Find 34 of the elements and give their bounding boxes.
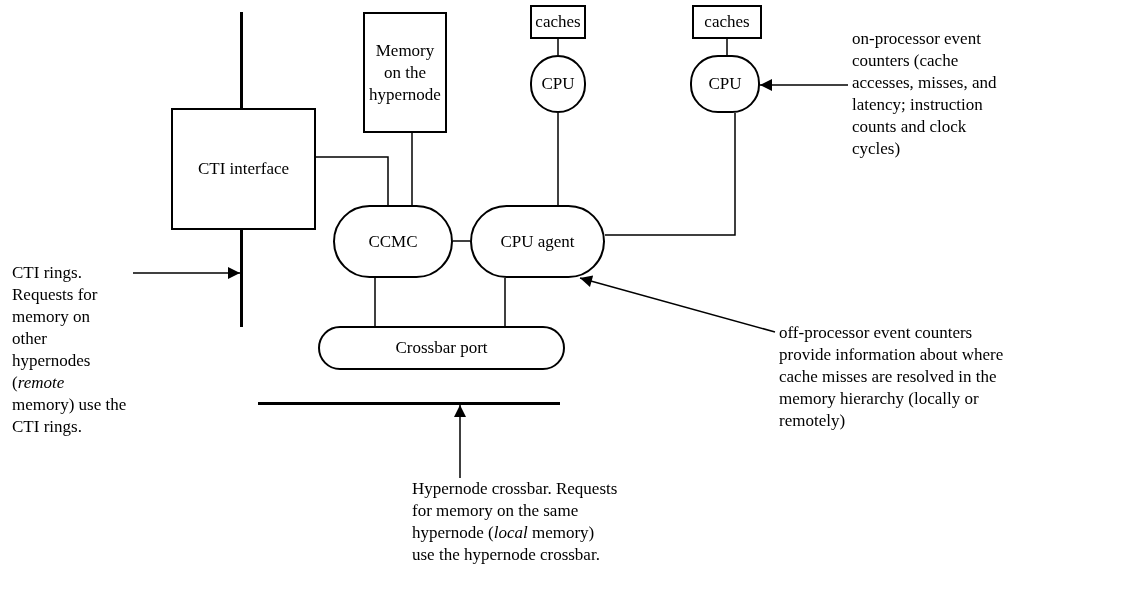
connector-line [411, 132, 413, 206]
cpu-node [530, 55, 586, 113]
connector-line [557, 38, 559, 56]
connector-line [604, 112, 736, 236]
interface-box [171, 108, 316, 230]
connector-line [374, 277, 376, 327]
annotation-text: on-processor event counters (cache accesses, misses, and latency; instruction counts and clock cycles) [851, 28, 998, 160]
cache-box [692, 5, 762, 39]
connector-line [452, 240, 471, 242]
port-pill [318, 326, 565, 370]
connector-line [315, 156, 389, 206]
node-label: Crossbar port [394, 337, 489, 359]
arrow [759, 79, 849, 91]
annotation-text: CTI rings. Requests for memory on other hypernodes (remote memory) use the CTI rings. [11, 262, 128, 438]
connector-line [557, 112, 559, 206]
node-label: CCMC [367, 230, 419, 253]
annotation-text: off-processor event counters provide information about where cache misses are resolved in the memory hierarchy (locally or remotely) [778, 322, 1005, 432]
memory-box [363, 12, 447, 133]
arrow [454, 404, 466, 479]
connector-line [726, 38, 728, 56]
node-label: CTI interface [196, 158, 291, 180]
annotation-text: Hypernode crossbar. Requests for memory on the same hypernode (local memory) use the hypernode crossbar. [411, 478, 619, 566]
node-label: CPU [707, 73, 743, 95]
node-label: Memory on the hypernode [368, 39, 442, 106]
crossbar-line [258, 402, 560, 405]
node-label: caches [534, 11, 582, 33]
ring-line [240, 230, 243, 327]
arrow [132, 267, 241, 279]
cpu-node [690, 55, 760, 113]
node-label: caches [703, 11, 751, 33]
node-label: CPU agent [499, 230, 576, 253]
node-label: CPU [540, 73, 576, 95]
cache-box [530, 5, 586, 39]
connector-line [504, 277, 506, 327]
